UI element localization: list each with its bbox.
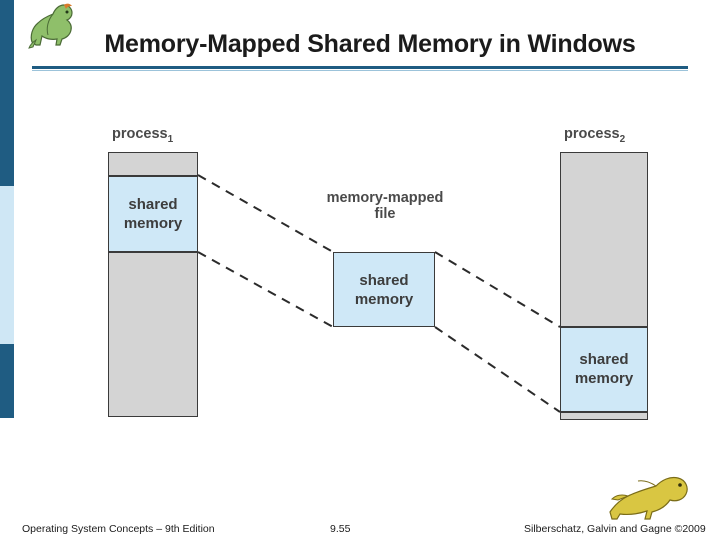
process2-subscript: 2 [619, 133, 626, 145]
footer-right-text: Silberschatz, Galvin and Gagne ©2009 [524, 523, 706, 535]
process2-block-top [560, 152, 648, 327]
figure-memory-mapped-shared-memory: process1 shared memory memory-mapped fil… [90, 112, 670, 442]
memory-mapped-file-shared-text: shared memory [354, 272, 414, 308]
title-divider [32, 66, 688, 69]
title-divider-shadow [32, 70, 688, 71]
process1-block-bottom [108, 252, 198, 417]
footer-slide-number: 9.55 [330, 523, 351, 535]
memory-mapped-file-shared-block: shared memory [333, 252, 435, 327]
process1-subscript: 1 [167, 133, 174, 145]
dinosaur-icon-footer [604, 462, 696, 522]
process1-shared-memory-block: shared memory [108, 176, 198, 252]
left-accent-bar-bottom [0, 344, 14, 418]
process1-label: process1 [112, 126, 174, 145]
left-accent-bar-middle [0, 186, 14, 344]
process2-shared-memory-block: shared memory [560, 327, 648, 412]
connector-lines [197, 174, 561, 413]
page-title: Memory-Mapped Shared Memory in Windows [104, 30, 636, 58]
left-accent-bar-top [0, 0, 14, 186]
process1-block-top [108, 152, 198, 176]
footer-left-text: Operating System Concepts – 9th Edition [22, 523, 215, 535]
dinosaur-icon [24, 2, 88, 50]
process2-block-bottom [560, 412, 648, 420]
memory-mapped-file-label: memory-mapped file [326, 190, 444, 222]
process2-label: process2 [564, 126, 626, 145]
process1-shared-memory-text: shared memory [123, 196, 183, 232]
process2-shared-memory-text: shared memory [574, 351, 634, 387]
